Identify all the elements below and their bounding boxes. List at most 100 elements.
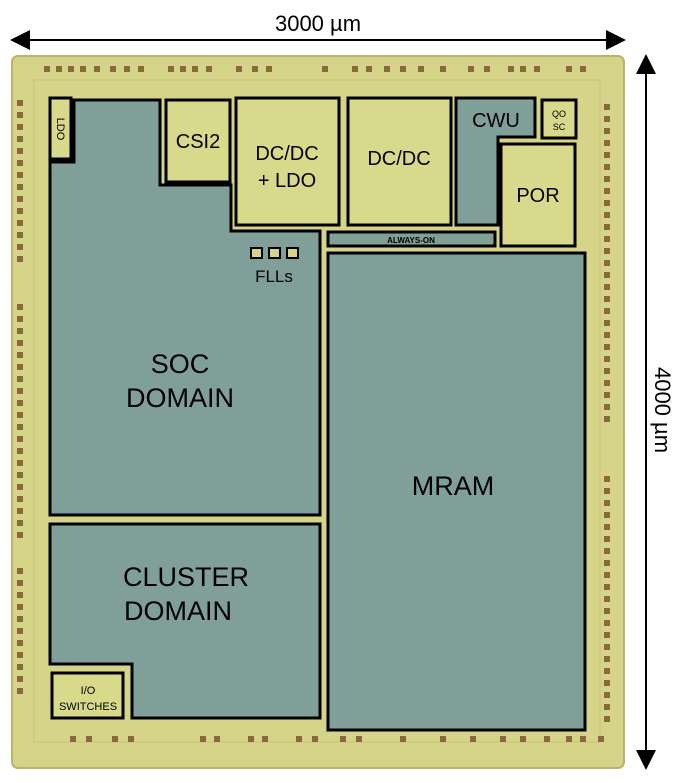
bond-pad (604, 200, 610, 206)
bond-pad (604, 704, 610, 710)
bond-pad (604, 224, 610, 230)
bond-pad (520, 736, 526, 742)
bond-pad (604, 392, 610, 398)
bond-pad (17, 664, 23, 670)
width-dimension-label: 3000 µm (275, 11, 361, 36)
bond-pad (17, 496, 23, 502)
bond-pad (604, 572, 610, 578)
mram-block (326, 251, 587, 732)
bond-pad (604, 560, 610, 566)
bond-pad (440, 736, 446, 742)
bond-pad (604, 176, 610, 182)
bond-pad (484, 66, 490, 72)
dcdc-ldo-label-2: + LDO (258, 170, 316, 192)
bond-pad (17, 196, 23, 202)
bond-pad (17, 436, 23, 442)
bond-pad (17, 100, 23, 106)
bond-pad (604, 188, 610, 194)
bond-pad (604, 524, 610, 530)
bond-pad (604, 164, 610, 170)
bond-pad (604, 500, 610, 506)
bond-pad (604, 368, 610, 374)
bond-pad (110, 66, 116, 72)
bond-pad (366, 66, 372, 72)
bond-pad (86, 736, 92, 742)
bond-pad (604, 296, 610, 302)
bond-pad (384, 66, 390, 72)
qosc-block (540, 98, 578, 140)
bond-pad (17, 160, 23, 166)
bond-pad (312, 736, 318, 742)
bond-pad (56, 66, 62, 72)
bond-pad (534, 66, 540, 72)
bond-pad (604, 596, 610, 602)
bond-pad (604, 104, 610, 110)
bond-pad (604, 332, 610, 338)
bond-pad (17, 256, 23, 262)
bond-pad (604, 416, 610, 422)
bond-pad (266, 66, 272, 72)
bond-pad (17, 376, 23, 382)
bond-pad (80, 66, 86, 72)
bond-pad (17, 508, 23, 514)
bond-pad (604, 488, 610, 494)
bond-pad (17, 472, 23, 478)
bond-pad (468, 66, 474, 72)
bond-pad (604, 668, 610, 674)
bond-pad (17, 112, 23, 118)
bond-pad (17, 484, 23, 490)
bond-pad (128, 736, 134, 742)
bond-pad (604, 356, 610, 362)
bond-pad (470, 736, 476, 742)
bond-pad (604, 476, 610, 482)
bond-pad (604, 404, 610, 410)
bond-pad (400, 736, 406, 742)
bond-pad (70, 736, 76, 742)
bond-pad (340, 736, 346, 742)
bond-pad (17, 352, 23, 358)
bond-pad (604, 692, 610, 698)
bond-pad (580, 736, 586, 742)
bond-pad (604, 284, 610, 290)
bond-pad (440, 66, 446, 72)
bond-pad (17, 400, 23, 406)
bond-pad (94, 66, 100, 72)
ldo-label: LDO (54, 118, 66, 141)
bond-pad (214, 736, 220, 742)
bond-pad (604, 632, 610, 638)
always-on-label: ALWAYS-ON (387, 236, 435, 245)
bond-pad (356, 736, 362, 742)
csi2-block (164, 98, 232, 184)
por-block (499, 142, 577, 248)
bond-pad (604, 260, 610, 266)
bond-pad (17, 592, 23, 598)
bond-pad (200, 736, 206, 742)
bond-pad (262, 736, 268, 742)
bond-pad (17, 640, 23, 646)
fll-box-2 (268, 247, 281, 259)
bond-pads (17, 66, 610, 742)
bond-pad (604, 716, 610, 722)
bond-pad (17, 580, 23, 586)
qosc-label: QO (552, 109, 566, 119)
bond-pad (17, 676, 23, 682)
bond-pad (192, 66, 198, 72)
io-switches-block (50, 671, 125, 720)
bond-pad (604, 680, 610, 686)
bond-pad (124, 66, 130, 72)
bond-pad (17, 328, 23, 334)
mram-label: MRAM (412, 471, 495, 501)
bond-pad (604, 236, 610, 242)
bond-pad (598, 736, 604, 742)
bond-pad (17, 172, 23, 178)
fll-box-1 (250, 247, 263, 259)
bond-pad (17, 520, 23, 526)
bond-pad (17, 688, 23, 694)
bond-pad (604, 320, 610, 326)
bond-pad (17, 184, 23, 190)
bond-pad (138, 66, 144, 72)
bond-pad (17, 448, 23, 454)
bond-pad (17, 412, 23, 418)
dcdc-label: DC/DC (367, 148, 430, 170)
bond-pad (580, 66, 586, 72)
